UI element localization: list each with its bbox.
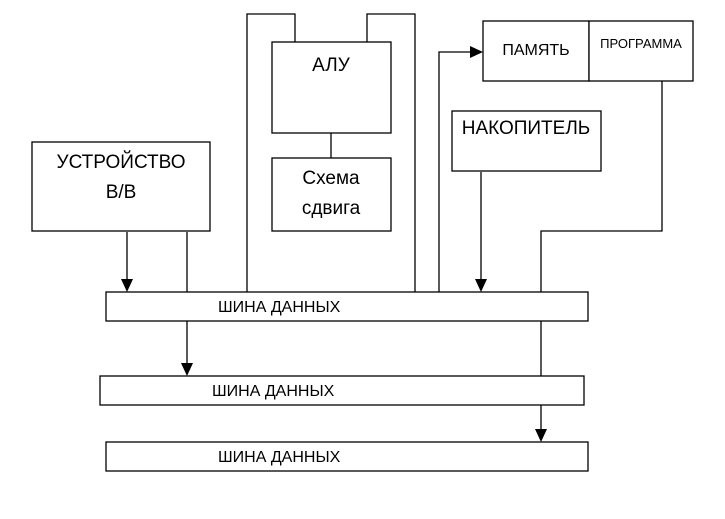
io-device-label-line2: В/В (106, 182, 137, 203)
storage-label: НАКОПИТЕЛЬ (462, 118, 591, 139)
connections (126, 13, 663, 431)
data-bus-3-bar (105, 441, 589, 472)
data-bus-2-bar (99, 375, 585, 406)
data-bus-1: ШИНА ДАННЫХ (105, 291, 589, 322)
program-box (588, 20, 694, 82)
storage-box (451, 110, 602, 172)
memory-box (482, 20, 590, 82)
alu-block: АЛУ (271, 41, 392, 134)
io-device-block: УСТРОЙСТВО В/В (31, 141, 211, 232)
alu-label: АЛУ (312, 55, 351, 76)
arrow-to-memory (470, 46, 483, 58)
program-block: ПРОГРАММА (588, 20, 694, 82)
data-bus-3-label: ШИНА ДАННЫХ (218, 449, 341, 466)
bus-to-memory-wire (438, 51, 474, 292)
alu-loop-right-wire (366, 13, 416, 292)
memory-label: ПАМЯТЬ (502, 42, 569, 59)
shifter-block: Схема сдвига (271, 157, 392, 232)
data-bus-2: ШИНА ДАННЫХ (99, 375, 585, 406)
arrow-io-bus2 (181, 363, 193, 376)
shifter-box (271, 157, 392, 232)
arrow-io-bus1 (121, 279, 133, 292)
shifter-label-line1: Схема (302, 168, 360, 189)
data-bus-3: ШИНА ДАННЫХ (105, 441, 589, 472)
shifter-label-line2: сдвига (302, 198, 361, 219)
data-bus-1-label: ШИНА ДАННЫХ (218, 299, 341, 316)
arrowheads (121, 46, 547, 442)
io-device-box (31, 141, 211, 232)
data-bus-1-bar (105, 291, 589, 322)
data-bus-2-label: ШИНА ДАННЫХ (212, 383, 335, 400)
arrow-storage-bus1 (475, 279, 487, 292)
alu-box (271, 41, 392, 134)
storage-block: НАКОПИТЕЛЬ (451, 110, 602, 172)
memory-block: ПАМЯТЬ (482, 20, 590, 82)
program-label: ПРОГРАММА (600, 36, 682, 51)
program-to-bus3-wire (540, 81, 663, 431)
alu-loop-left-wire (246, 13, 296, 292)
io-device-label-line1: УСТРОЙСТВО (57, 151, 186, 173)
arrow-program-bus3 (535, 429, 547, 442)
